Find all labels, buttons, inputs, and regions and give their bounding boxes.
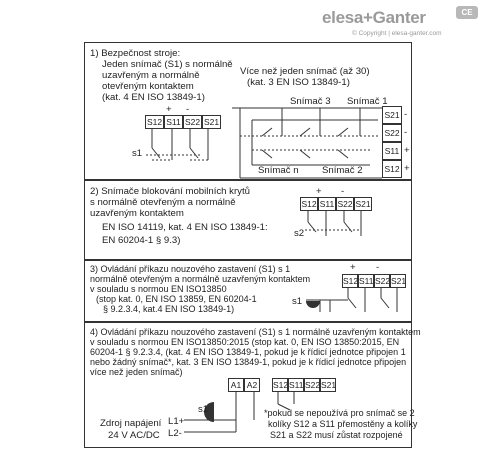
section-2-s2-label: s2 <box>294 228 305 239</box>
section-4-line-2: v souladu s normou EN ISO13850:2015 (sto… <box>90 337 400 347</box>
section-1-line-4: (kat. 4 EN ISO 13849-1) <box>102 92 205 103</box>
section-4-line-4: nebo žádný snímač*, kat. 3 EN ISO 13849-… <box>90 357 407 367</box>
section-1-line-2: uzavřeným a normálně <box>102 70 200 81</box>
note-line-1: *pokud se nepoužívá pro snímač se 2 <box>264 408 415 418</box>
sensor-1-label: Snímač 1 <box>347 96 388 107</box>
s2-terminal-s11: S11 <box>318 197 336 211</box>
section-3-box <box>84 260 412 322</box>
section-4-box <box>84 322 412 448</box>
section-1-plus: + <box>166 104 172 115</box>
right-sign-4: + <box>404 163 410 174</box>
s1-terminal-s11: S11 <box>164 115 183 129</box>
s4-terminal-s11: S11 <box>288 378 304 392</box>
note-line-2: kolíky S12 a S11 přemostěny a kolíky <box>268 419 418 429</box>
a-terminal-a2: A2 <box>244 378 260 392</box>
s2-terminal-s12: S12 <box>300 197 318 211</box>
sensor-3-label: Snímač 3 <box>290 96 331 107</box>
s1-terminal-s12: S12 <box>145 115 164 129</box>
section-4-line-5: více než jeden snímač) <box>90 367 183 377</box>
right-terminal-s22: S22 <box>382 124 402 142</box>
s3-terminal-s11: S11 <box>358 274 374 288</box>
section-3-line-2: normálně otevřeným a normálně uzavřeným … <box>90 274 311 284</box>
l1-label: L1+ <box>168 416 185 427</box>
section-3-line-3: v souladu s normou EN ISO13850 <box>90 284 227 294</box>
right-terminal-s11: S11 <box>382 142 402 160</box>
sensor-n-label: Snímač n <box>258 165 299 176</box>
section-2-minus: - <box>341 186 345 197</box>
s4-terminal-s12: S12 <box>272 378 289 392</box>
section-3-line-1: 3) Ovládání příkazu nouzového zastavení … <box>90 264 291 274</box>
right-sign-2: - <box>404 127 408 138</box>
s3-terminal-s22: S22 <box>374 274 391 288</box>
section-3-plus: + <box>350 262 356 273</box>
section-4-s1-label: s1 <box>198 404 209 415</box>
s1-terminal-s21: S21 <box>202 115 221 129</box>
section-2-box <box>84 180 412 260</box>
section-2-line-2: s normálně otevřeným a normálně <box>90 197 236 208</box>
section-3-minus: - <box>376 262 380 273</box>
supply-line-2: 24 V AC/DC <box>108 430 160 441</box>
section-3-line-5: § 9.2.3.4, kat.4 EN ISO 13849-1) <box>103 304 235 314</box>
estop-head-icon <box>306 301 320 308</box>
s2-terminal-s22: S22 <box>336 197 354 211</box>
right-sign-1: - <box>404 109 408 120</box>
section-2-plus: + <box>316 186 322 197</box>
ce-badge: CE <box>456 6 478 19</box>
section-1-right-line-2: (kat. 3 EN ISO 13849-1) <box>247 77 350 88</box>
note-line-3: S21 a S22 musí zůstat rozpojené <box>270 430 403 440</box>
right-sign-3: + <box>404 145 410 156</box>
section-1-title: 1) Bezpečnost stroje: <box>90 48 181 59</box>
section-2-line-1: 2) Snímače blokování mobilních krytů <box>90 186 250 197</box>
section-4-line-1: 4) Ovládání příkazu nouzového zastavení … <box>90 327 421 337</box>
sensor-2-label: Snímač 2 <box>322 165 363 176</box>
section-3-line-4: (stop kat. 0, EN ISO 13859, EN 60204-1 <box>96 294 257 304</box>
l2-label: L2- <box>168 428 182 439</box>
s4-terminal-s22: S22 <box>304 378 321 392</box>
s1-terminal-s22: S22 <box>183 115 202 129</box>
section-1-box <box>84 42 412 180</box>
copyright-text: © Copyright | elesa-ganter.com <box>352 30 442 37</box>
supply-line-1: Zdroj napájení <box>100 418 162 429</box>
section-3-s1-label: s1 <box>292 296 303 307</box>
section-1-right-line-1: Více než jeden snímač (až 30) <box>240 66 370 77</box>
section-4-line-3: 60204-1 § 9.2.3.4, (kat. 4 EN ISO 13849-… <box>90 347 406 357</box>
a-terminal-a1: A1 <box>228 378 244 392</box>
section-2-line-3: uzavřeným kontaktem <box>90 208 184 219</box>
section-1-line-1: Jeden snímač (S1) s normálně <box>102 59 233 70</box>
section-1-minus: - <box>186 104 190 115</box>
section-2-line-5: EN 60204-1 § 9.3) <box>102 235 181 246</box>
section-1-line-3: otevřeným kontaktem <box>102 81 194 92</box>
right-terminal-s12: S12 <box>382 160 402 178</box>
estop-head-icon-2 <box>204 402 214 422</box>
s3-terminal-s12: S12 <box>342 274 359 288</box>
s2-terminal-s21: S21 <box>354 197 372 211</box>
right-terminal-s21: S21 <box>382 106 402 124</box>
s4-terminal-s21: S21 <box>320 378 337 392</box>
s3-terminal-s21: S21 <box>390 274 407 288</box>
section-1-s1-label: s1 <box>132 148 143 159</box>
section-2-line-4: EN ISO 14119, kat. 4 EN ISO 13849-1: <box>102 222 268 233</box>
brand-logo: elesa+Ganter <box>322 8 426 27</box>
